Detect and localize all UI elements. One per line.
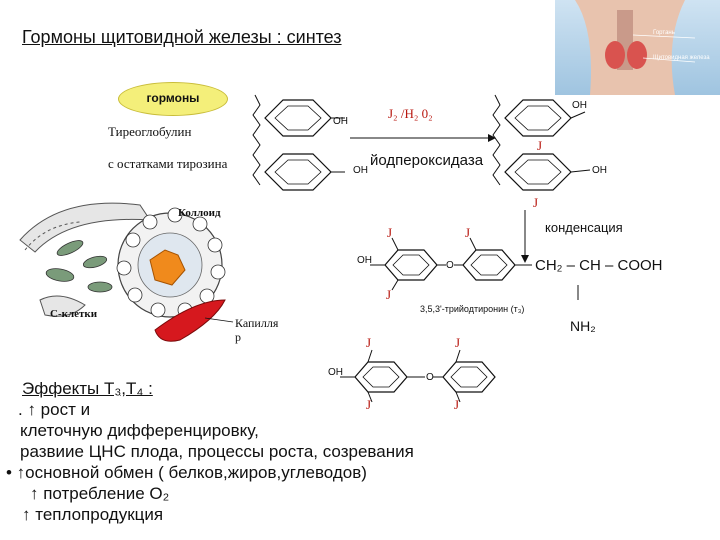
oh-t4: OH — [328, 367, 343, 378]
c-cells-label: С-клетки — [50, 308, 97, 320]
iodine-t4-4: J — [454, 397, 459, 413]
effect-growth: . ↑ рост и — [18, 399, 414, 420]
iodine-t4-1: J — [366, 335, 371, 351]
protein-backbone-left — [253, 95, 260, 185]
follicle-illustration — [20, 203, 225, 341]
o-t3: O — [446, 260, 454, 271]
effects-list: Эффекты Т₃,Т₄ : . ↑ рост и клеточную диф… — [18, 378, 414, 525]
o-t4: O — [426, 372, 434, 383]
oh-t3: OH — [357, 255, 372, 266]
iodine-label-1: J — [537, 138, 542, 154]
iodine-t4-2: J — [455, 335, 460, 351]
oh-label-1: OH — [333, 116, 348, 127]
capillary-label-1: Капилля — [235, 316, 278, 331]
effect-oxygen: ↑ потребление О₂ — [18, 483, 414, 504]
reagent-label: J₂ /H₂ 0₂ — [388, 106, 433, 122]
iodine-t3-2: J — [465, 225, 470, 241]
protein-backbone-right — [493, 95, 500, 185]
effect-metabolism: • ↑основной обмен ( белков,жиров,углевод… — [6, 462, 414, 483]
amino-acid-chain: CH₂ – CH – COOH — [535, 257, 663, 274]
capillary-label-2: р — [235, 330, 241, 345]
effect-heat: ↑ теплопродукция — [18, 504, 414, 525]
amino-group: NH₂ — [570, 318, 596, 334]
enzyme-label: йодпероксидаза — [370, 152, 483, 169]
colloid-label: Коллоид — [178, 207, 221, 219]
iodine-label-2: J — [533, 195, 538, 211]
condensation-label: конденсация — [545, 220, 623, 235]
iodine-t3-3: J — [386, 287, 391, 303]
oh-label-2: OH — [353, 165, 368, 176]
oh-label-3: OH — [572, 100, 587, 111]
effect-differentiation: клеточную дифференцировку, — [18, 420, 414, 441]
iodine-t3-1: J — [387, 225, 392, 241]
oh-label-4: OH — [592, 165, 607, 176]
t3-name: 3,5,3'-трийодтиронин (т₃) — [420, 304, 524, 314]
effects-header: Эффекты Т₃,Т₄ : — [18, 378, 414, 399]
effect-cns: развиие ЦНС плода, процессы роста, созре… — [18, 441, 414, 462]
